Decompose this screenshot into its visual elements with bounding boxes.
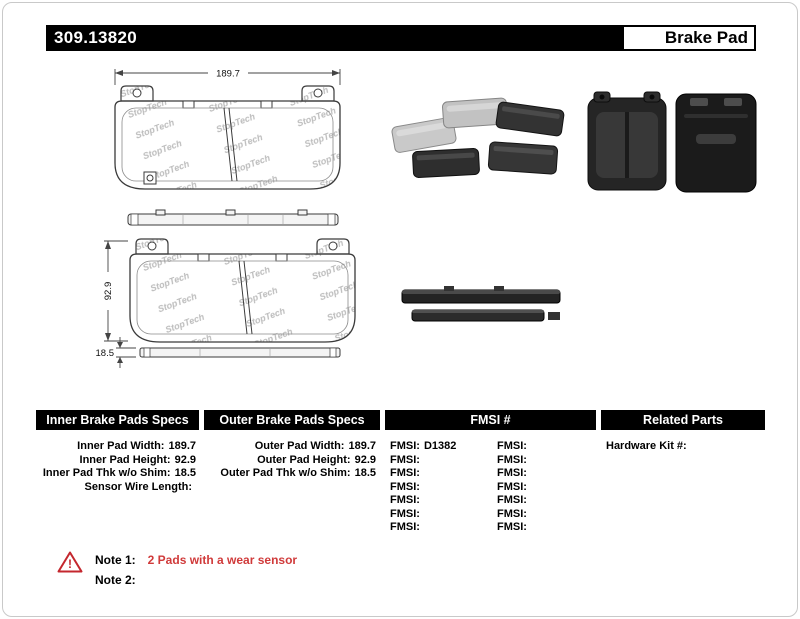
spec-row: Outer Pad Thk w/o Shim:18.5 [220,467,376,479]
fmsi-row: FMSI: [390,453,420,466]
photo-pads-loose [391,97,565,178]
warning-icon: ! [57,551,83,573]
inner-specs-rows: Inner Pad Width:189.7 Inner Pad Height:9… [36,440,196,494]
photo-pads-edge [401,286,561,322]
fmsi-row: FMSI: [390,494,420,506]
pad-photo-right [675,93,757,193]
related-parts-rows: Hardware Kit #: [606,440,764,454]
note-1-text: 2 Pads with a wear sensor [147,553,298,567]
technical-drawings: StopTech 189.7 [96,69,356,368]
photo-pads-pair [587,91,757,193]
fmsi-row: FMSI: [497,440,527,452]
spec-row: Sensor Wire Length: [84,480,192,493]
spec-row: Outer Pad Width:189.7 [254,440,376,452]
fmsi-row: FMSI: [497,467,527,479]
note-2-label: Note 2: [95,573,136,587]
note-1-label: Note 1: [95,553,136,567]
width-dimension: 189.7 [114,69,341,85]
spec-row: Inner Pad Thk w/o Shim:18.5 [42,467,196,479]
part-number: 309.13820 [54,28,138,47]
note-1: Note 1: 2 Pads with a wear sensor [95,553,297,567]
pad-thickness-view [139,347,341,358]
related-row: Hardware Kit #: [606,440,687,452]
spec-row: Inner Pad Width:189.7 [77,440,196,452]
fmsi-row: FMSI: [497,507,527,520]
pad-drawing-front-2 [129,238,356,343]
header-bar: 309.13820 Brake Pad [46,25,756,51]
fmsi-right-rows: FMSI: FMSI: FMSI: FMSI: FMSI: FMSI: FMSI… [497,440,597,535]
fmsi-header: FMSI # [385,410,596,430]
fmsi-left-rows: FMSI:D1382 FMSI: FMSI: FMSI: FMSI: FMSI:… [390,440,490,535]
outer-specs-header: Outer Brake Pads Specs [204,410,380,430]
fmsi-row: FMSI: [390,521,420,533]
fmsi-row: FMSI: [497,453,527,466]
stamp-mark [143,171,157,185]
note-2: Note 2: [95,573,136,587]
height-dimension: 92.9 [101,240,128,342]
pad-photo-left [587,91,667,191]
spec-row: Outer Pad Height:92.9 [257,453,376,466]
fmsi-row: FMSI: [390,467,420,479]
fmsi-row: FMSI: [497,480,527,493]
fmsi-row: FMSI: [497,494,527,506]
height-dim-label: 92.9 [103,282,114,301]
fmsi-row: FMSI: [390,480,420,493]
thickness-dimension: 18.5 [96,337,136,368]
related-parts-header: Related Parts [601,410,765,430]
warning-symbol: ! [68,557,72,571]
product-type-label: Brake Pad [622,25,756,51]
thickness-dim-label: 18.5 [96,348,115,359]
fmsi-row: FMSI:D1382 [390,440,457,452]
outer-specs-rows: Outer Pad Width:189.7 Outer Pad Height:9… [204,440,376,481]
fmsi-row: FMSI: [497,521,527,533]
shim-edge-view [127,209,339,226]
inner-specs-header: Inner Brake Pads Specs [36,410,199,430]
width-dim-label: 189.7 [216,69,240,80]
spec-row: Inner Pad Height:92.9 [79,453,196,466]
fmsi-row: FMSI: [390,507,420,520]
